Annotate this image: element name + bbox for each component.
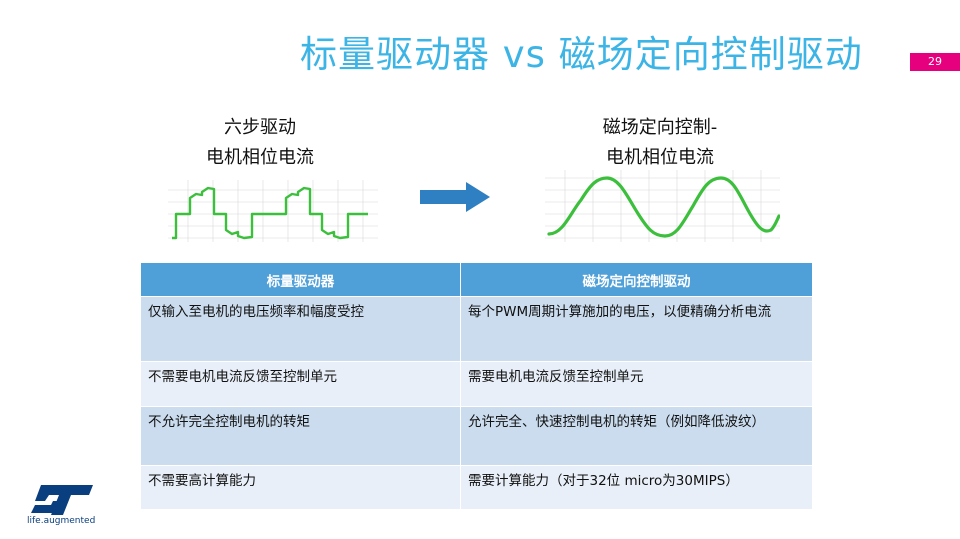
comparison-table: 标量驱动器 磁场定向控制驱动 仅输入至电机的电压频率和幅度受控 每个PWM周期计… xyxy=(140,262,813,510)
foc-sine-waveform-image xyxy=(545,170,780,242)
six-step-waveform-image xyxy=(168,180,378,242)
table-cell: 需要计算能力（对于32位 micro为30MIPS） xyxy=(460,465,813,510)
waveform-grid xyxy=(168,180,378,242)
slide-title: 标量驱动器 vs 磁场定向控制驱动 xyxy=(300,33,863,76)
table-cell: 不需要高计算能力 xyxy=(140,465,461,510)
table-row: 不需要高计算能力 需要计算能力（对于32位 micro为30MIPS） xyxy=(140,465,813,510)
table-cell: 每个PWM周期计算施加的电压，以便精确分析电流 xyxy=(460,296,813,362)
table-header-row: 标量驱动器 磁场定向控制驱动 xyxy=(140,262,813,297)
right-arrow-icon xyxy=(420,182,490,212)
table-cell: 仅输入至电机的电压频率和幅度受控 xyxy=(140,296,461,362)
table-row: 不需要电机电流反馈至控制单元 需要电机电流反馈至控制单元 xyxy=(140,361,813,407)
foc-caption-line-2: 电机相位电流 xyxy=(606,147,714,168)
st-logo xyxy=(31,485,93,515)
foc-sine-trace xyxy=(547,176,780,238)
header-scalar-drive: 标量驱动器 xyxy=(140,262,461,297)
foc-caption-line-1: 磁场定向控制- xyxy=(602,117,718,138)
table-row: 不允许完全控制电机的转矩 允许完全、快速控制电机的转矩（例如降低波纹） xyxy=(140,406,813,466)
six-step-caption-line-2: 电机相位电流 xyxy=(206,147,314,168)
table-cell: 允许完全、快速控制电机的转矩（例如降低波纹） xyxy=(460,406,813,466)
table-cell: 不需要电机电流反馈至控制单元 xyxy=(140,361,461,407)
six-step-caption-line-1: 六步驱动 xyxy=(224,117,296,138)
page-rule xyxy=(0,71,910,72)
logo-tagline: life.augmented xyxy=(27,516,96,526)
page-number-badge: 29 xyxy=(910,53,960,71)
six-step-trace xyxy=(172,186,368,240)
foc-caption: 磁场定向控制- 电机相位电流 xyxy=(555,113,765,173)
table-row: 仅输入至电机的电压频率和幅度受控 每个PWM周期计算施加的电压，以便精确分析电流 xyxy=(140,296,813,362)
table-cell: 需要电机电流反馈至控制单元 xyxy=(460,361,813,407)
six-step-caption: 六步驱动 电机相位电流 xyxy=(180,113,340,173)
header-foc-drive: 磁场定向控制驱动 xyxy=(460,262,813,297)
table-cell: 不允许完全控制电机的转矩 xyxy=(140,406,461,466)
